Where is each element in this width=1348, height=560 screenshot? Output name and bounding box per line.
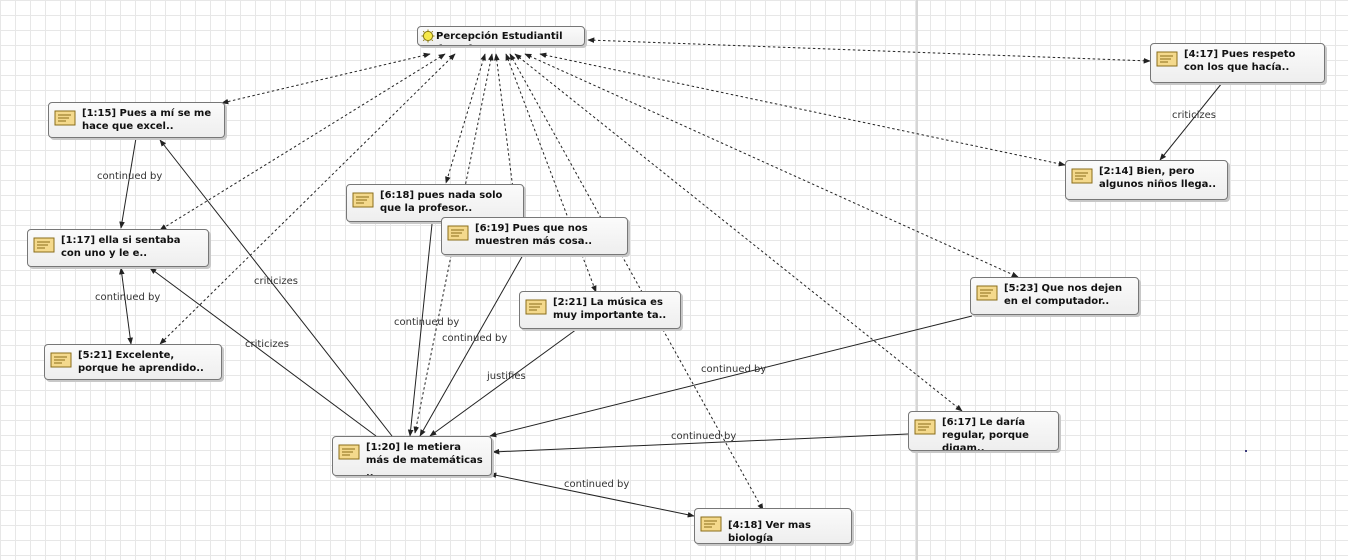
quotation-node-1-15[interactable]: [1:15] Pues a mí se me hace que excel..: [48, 102, 225, 138]
link-root-6-17[interactable]: [514, 53, 963, 412]
edge-label-continued-by-1: continued by: [97, 171, 162, 182]
bulb-icon: [421, 29, 435, 43]
quotation-label: [1:17] ella si sentaba con uno y le e..: [61, 235, 181, 259]
quotation-label: [1:20] le metiera más de matemáticas ..: [366, 442, 483, 476]
quotation-document-icon: [54, 110, 76, 126]
quotation-label: [4:18] Ver mas biología: [728, 520, 812, 544]
link-root-2-21[interactable]: [505, 53, 597, 293]
edge-label-continued-by-7: continued by: [564, 479, 629, 490]
quotation-node-1-17[interactable]: [1:17] ella si sentaba con uno y le e..: [27, 229, 209, 267]
canvas-dot: [1245, 450, 1247, 452]
relation-4-17-2-14[interactable]: [1159, 82, 1223, 161]
link-root-4-17[interactable]: [587, 37, 1151, 64]
quotation-node-2-14[interactable]: [2:14] Bien, pero algunos niños llega..: [1065, 160, 1228, 200]
relation-1-20-1-17[interactable]: [149, 267, 377, 437]
quotation-label: [6:17] Le daría regular, porque digam..: [942, 417, 1029, 451]
relation-1-15-1-17[interactable]: [119, 137, 137, 229]
quotation-node-6-17[interactable]: [6:17] Le daría regular, porque digam..: [908, 411, 1059, 451]
quotation-node-5-21[interactable]: [5:21] Excelente, porque he aprendido..: [44, 344, 222, 380]
link-root-1-20[interactable]: [413, 53, 494, 434]
edge-label-criticizes-3: criticizes: [1172, 110, 1216, 121]
quotation-node-4-18[interactable]: [4:18] Ver mas biología: [694, 508, 852, 544]
edge-label-justifies: justifies: [486, 371, 526, 382]
link-root-2-14[interactable]: [539, 52, 1066, 167]
root-code-label: Percepción Estudiantil {54-2}: [436, 31, 563, 45]
link-root-5-21[interactable]: [159, 53, 456, 345]
relation-5-23-1-20[interactable]: [489, 315, 973, 438]
quotation-document-icon: [525, 299, 547, 315]
quotation-document-icon: [914, 419, 936, 435]
relation-5-21-1-17[interactable]: [119, 267, 133, 345]
relation-1-20-4-18[interactable]: [489, 472, 695, 518]
quotation-document-icon: [352, 192, 374, 208]
quotation-document-icon: [50, 352, 72, 368]
quotation-node-4-17[interactable]: [4:17] Pues respeto con los que hacía..: [1150, 43, 1325, 83]
link-root-1-15[interactable]: [221, 52, 431, 105]
edge-label-criticizes-1: criticizes: [254, 276, 298, 287]
root-code-node[interactable]: Percepción Estudiantil {54-2}: [417, 26, 585, 46]
quotation-document-icon: [976, 285, 998, 301]
edge-label-continued-by-2: continued by: [95, 292, 160, 303]
quotation-label: [6:18] pues nada solo que la profesor..: [380, 190, 503, 214]
quotation-label: [4:17] Pues respeto con los que hacía..: [1184, 49, 1296, 73]
quotation-label: [5:23] Que nos dejen en el computador..: [1004, 283, 1123, 307]
quotation-label: [1:15] Pues a mí se me hace que excel..: [82, 108, 212, 132]
edge-label-continued-by-4: continued by: [442, 333, 507, 344]
quotation-label: [2:21] La música es muy importante ta..: [553, 297, 667, 321]
relation-2-21-1-20[interactable]: [429, 328, 578, 437]
relation-6-18-1-20[interactable]: [407, 223, 433, 437]
quotation-document-icon: [1071, 168, 1093, 184]
relation-6-17-1-20[interactable]: [492, 433, 909, 455]
relation-6-19-1-20[interactable]: [419, 254, 524, 437]
quotation-document-icon: [447, 225, 469, 241]
quotation-node-2-21[interactable]: [2:21] La música es muy importante ta..: [519, 291, 681, 329]
edge-label-continued-by-3: continued by: [394, 317, 459, 328]
quotation-label: [6:19] Pues que nos muestren más cosa..: [475, 223, 593, 247]
quotation-label: [5:21] Excelente, porque he aprendido..: [78, 350, 204, 374]
relation-1-20-1-15[interactable]: [159, 139, 393, 437]
quotation-document-icon: [338, 444, 360, 460]
edge-label-criticizes-2: criticizes: [245, 339, 289, 350]
quotation-node-6-19[interactable]: [6:19] Pues que nos muestren más cosa..: [441, 217, 628, 255]
quotation-document-icon: [33, 237, 55, 253]
edge-label-continued-by-5: continued by: [701, 364, 766, 375]
edge-label-continued-by-6: continued by: [671, 431, 736, 442]
quotation-document-icon: [700, 516, 722, 532]
quotation-node-1-20[interactable]: [1:20] le metiera más de matemáticas ..: [332, 436, 492, 476]
quotation-document-icon: [1156, 51, 1178, 67]
quotation-node-6-18[interactable]: [6:18] pues nada solo que la profesor..: [346, 184, 524, 222]
quotation-node-5-23[interactable]: [5:23] Que nos dejen en el computador..: [970, 277, 1139, 315]
quotation-label: [2:14] Bien, pero algunos niños llega..: [1099, 166, 1216, 190]
